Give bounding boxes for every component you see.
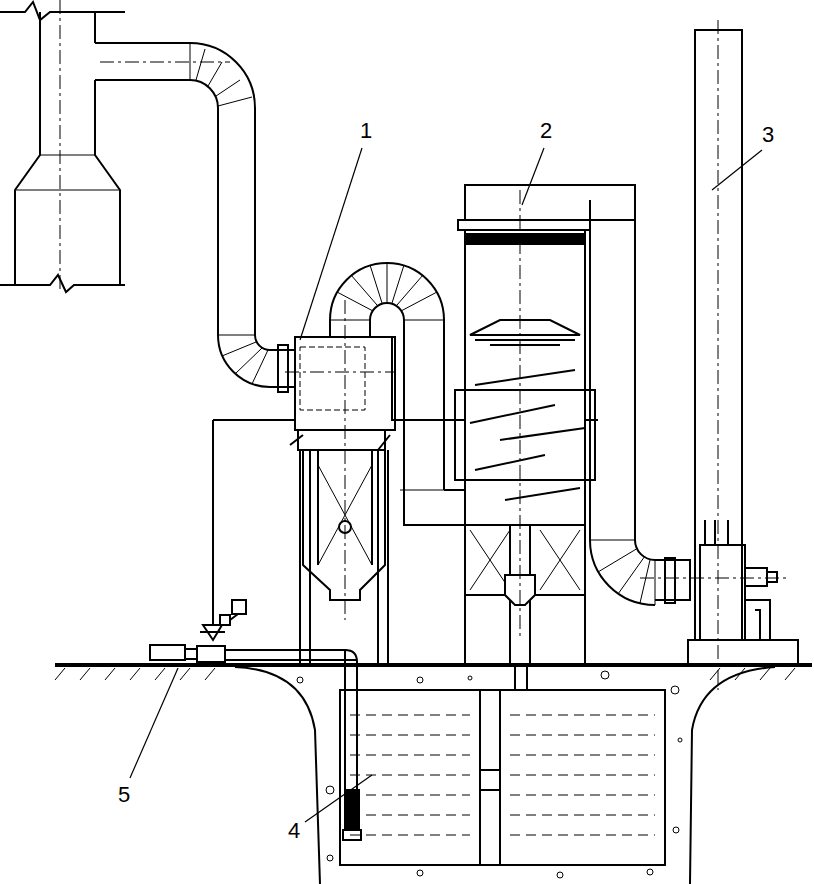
ground [55, 665, 812, 680]
callout-number: 1 [360, 120, 372, 142]
water-tank [235, 665, 775, 884]
outlet-duct [590, 200, 790, 640]
leader-lines [130, 148, 762, 822]
connecting-duct [213, 263, 465, 525]
callout-number: 2 [540, 120, 552, 142]
callout-number: 3 [762, 124, 774, 146]
pump [150, 420, 361, 840]
stack [688, 20, 798, 690]
separator [285, 300, 395, 665]
callout-number: 5 [118, 784, 130, 806]
inlet-duct [95, 43, 295, 392]
callout-number: 4 [288, 820, 300, 842]
scrubber-tower [455, 185, 635, 665]
